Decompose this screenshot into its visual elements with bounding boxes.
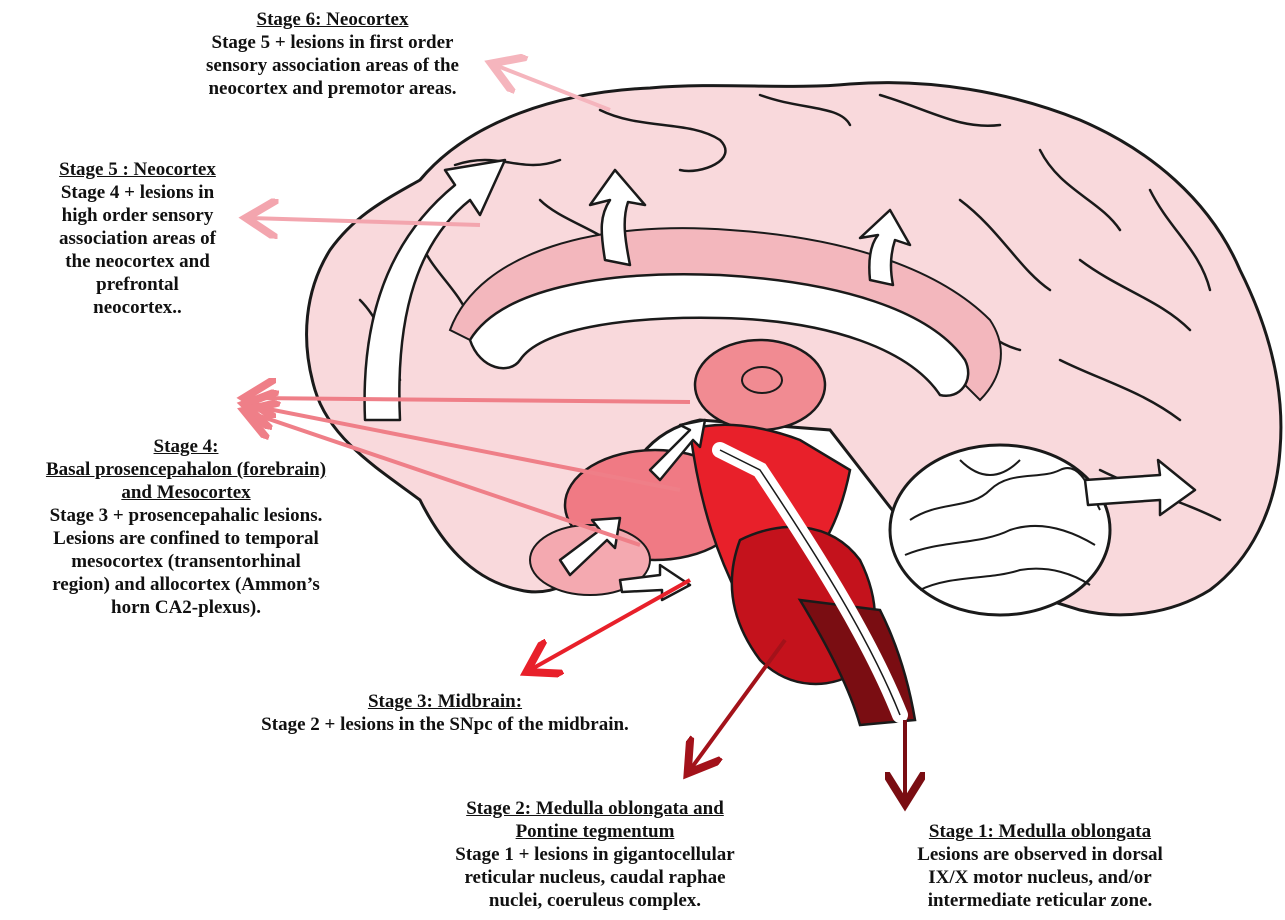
stage2-label: Stage 2: Medulla oblongata and Pontine t… bbox=[415, 797, 775, 912]
stage5-heading: Stage 5 : Neocortex bbox=[30, 158, 245, 181]
stage1-line: Lesions are observed in dorsal bbox=[880, 843, 1200, 866]
stage5-line: the neocortex and bbox=[30, 250, 245, 273]
stage4-line: Lesions are confined to temporal bbox=[0, 527, 372, 550]
stage5-label: Stage 5 : Neocortex Stage 4 + lesions in… bbox=[30, 158, 245, 319]
stage2-heading: Pontine tegmentum bbox=[415, 820, 775, 843]
stage6-line: neocortex and premotor areas. bbox=[160, 77, 505, 100]
stage2-line: Stage 1 + lesions in gigantocellular bbox=[415, 843, 775, 866]
stage4-line: region) and allocortex (Ammon’s bbox=[0, 573, 372, 596]
stage5-line: neocortex.. bbox=[30, 296, 245, 319]
cerebellum bbox=[890, 445, 1110, 615]
stage2-arrow bbox=[690, 640, 785, 770]
stage4-heading: Basal prosencepahalon (forebrain) bbox=[0, 458, 372, 481]
stage1-heading: Stage 1: Medulla oblongata bbox=[880, 820, 1200, 843]
stage4-heading: Stage 4: bbox=[0, 435, 372, 458]
stage1-line: IX/X motor nucleus, and/or bbox=[880, 866, 1200, 889]
stage5-line: Stage 4 + lesions in bbox=[30, 181, 245, 204]
stage3-heading: Stage 3: Midbrain: bbox=[200, 690, 690, 713]
stage6-heading: Stage 6: Neocortex bbox=[160, 8, 505, 31]
stage4-line: horn CA2-plexus). bbox=[0, 596, 372, 619]
stage6-line: Stage 5 + lesions in first order bbox=[160, 31, 505, 54]
stage4-heading: and Mesocortex bbox=[0, 481, 372, 504]
stage6-line: sensory association areas of the bbox=[160, 54, 505, 77]
stage2-heading: Stage 2: Medulla oblongata and bbox=[415, 797, 775, 820]
stage5-line: high order sensory bbox=[30, 204, 245, 227]
stage4-line: Stage 3 + prosencepahalic lesions. bbox=[0, 504, 372, 527]
stage1-line: intermediate reticular zone. bbox=[880, 889, 1200, 912]
stage4-label: Stage 4: Basal prosencepahalon (forebrai… bbox=[0, 435, 372, 619]
thalamus bbox=[695, 340, 825, 430]
stage6-label: Stage 6: Neocortex Stage 5 + lesions in … bbox=[160, 8, 505, 100]
stage5-line: prefrontal bbox=[30, 273, 245, 296]
stage2-line: nuclei, coeruleus complex. bbox=[415, 889, 775, 912]
stage5-line: association areas of bbox=[30, 227, 245, 250]
stage4-line: mesocortex (transentorhinal bbox=[0, 550, 372, 573]
stage3-line: Stage 2 + lesions in the SNpc of the mid… bbox=[200, 713, 690, 736]
stage2-line: reticular nucleus, caudal raphae bbox=[415, 866, 775, 889]
stage3-label: Stage 3: Midbrain: Stage 2 + lesions in … bbox=[200, 690, 690, 736]
stage1-label: Stage 1: Medulla oblongata Lesions are o… bbox=[880, 820, 1200, 912]
